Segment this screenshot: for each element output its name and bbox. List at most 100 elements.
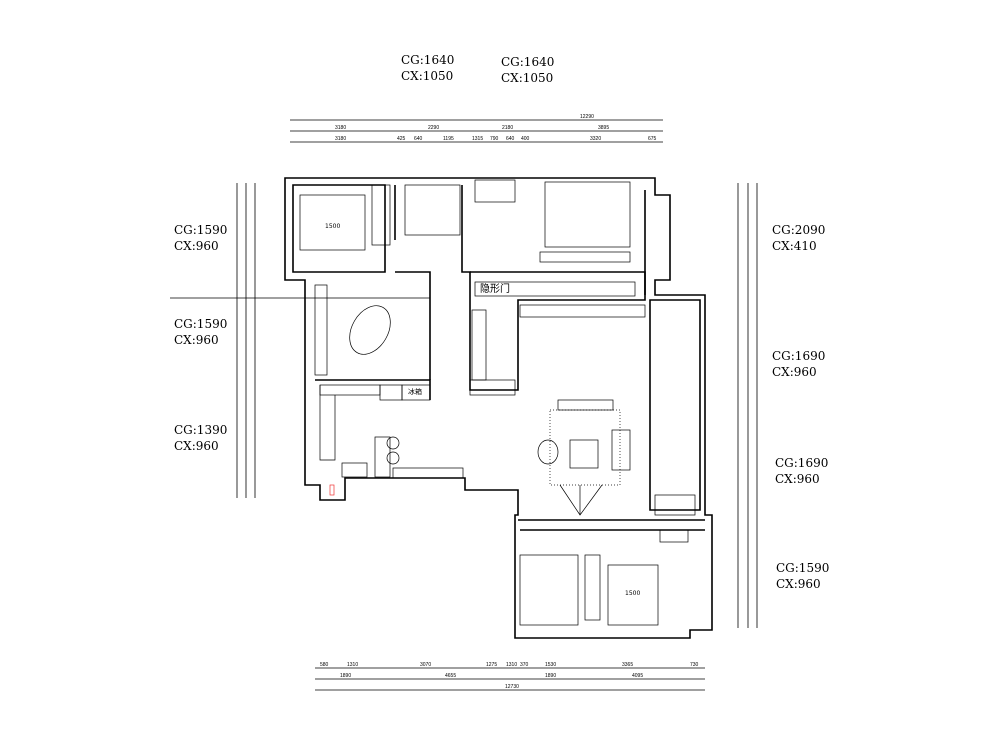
tv-cabinet — [519, 304, 646, 318]
interior-wall — [315, 379, 705, 531]
dimension-text: 3895 — [598, 125, 609, 131]
dimension-text: 4655 — [445, 673, 456, 679]
cx-value: CX:1050 — [501, 71, 554, 85]
dimension-text: 1310 — [506, 662, 517, 668]
cg-value: CG:1640 — [401, 53, 455, 67]
entry-cabinet — [469, 379, 516, 396]
cx-value: CX:960 — [776, 577, 821, 591]
shoe-cabinet — [471, 309, 487, 381]
bar-counter — [374, 436, 391, 478]
dimension-text: 790 — [490, 136, 499, 142]
bed-size-label: 1500 — [625, 590, 640, 597]
cg-value: CG:1390 — [174, 423, 228, 437]
dimension-text: 730 — [690, 662, 699, 668]
dimension-text: 12730 — [505, 684, 519, 690]
bathtub — [474, 179, 516, 203]
dimension-text: 3070 — [420, 662, 431, 668]
kitchen-cabinet — [379, 384, 403, 401]
dimension-text: 1890 — [545, 673, 556, 679]
dimension-text: 1195 — [443, 136, 454, 142]
cx-value: CX:960 — [174, 333, 219, 347]
rug — [549, 409, 621, 486]
dimension-text: 1530 — [545, 662, 556, 668]
cg-value: CG:1590 — [174, 223, 228, 237]
dimension-text: 12290 — [580, 114, 594, 120]
cx-value: CX:960 — [772, 365, 817, 379]
lamp-lines — [559, 484, 603, 516]
cg-value: CG:1590 — [174, 317, 228, 331]
dimension-text: 3180 — [335, 125, 346, 131]
fridge-label: 冰箱 — [408, 387, 422, 396]
interior-wall — [470, 271, 646, 295]
dimension-text: 370 — [520, 662, 529, 668]
dimension-text: 1315 — [472, 136, 483, 142]
fridge — [401, 384, 431, 401]
bed-size-label: 1500 — [325, 223, 340, 230]
dimension-text: 3320 — [590, 136, 601, 142]
hidden-door-cabinet — [474, 281, 636, 297]
dimension-text: 580 — [320, 662, 329, 668]
dimension-text: 1890 — [340, 673, 351, 679]
bathroom-bottom — [519, 554, 579, 626]
bar-stool — [386, 436, 400, 450]
dimension-text: 1310 — [347, 662, 358, 668]
dimension-text: 2290 — [428, 125, 439, 131]
cx-value: CX:410 — [772, 239, 817, 253]
living-wall — [649, 299, 701, 511]
kitchen-counter-side — [319, 385, 336, 461]
dimension-text: 675 — [648, 136, 657, 142]
dimension-text: 400 — [521, 136, 530, 142]
side-table — [537, 439, 559, 465]
cg-value: CG:1690 — [775, 456, 829, 470]
dimension-text: 640 — [506, 136, 515, 142]
kitchen-counter — [319, 384, 381, 396]
dimension-text: 4095 — [632, 673, 643, 679]
kitchen-cabinet-low — [392, 467, 464, 479]
dimension-text: 3365 — [622, 662, 633, 668]
storage-cabinet — [654, 494, 696, 516]
cg-value: CG:1640 — [501, 55, 555, 69]
dimension-text: 3180 — [335, 136, 346, 142]
master-bed — [299, 194, 366, 251]
cg-value: CG:1690 — [772, 349, 826, 363]
walls — [284, 177, 713, 639]
cg-value: CG:1590 — [776, 561, 830, 575]
dimension-text: 425 — [397, 136, 406, 142]
interior-wall — [394, 185, 646, 391]
hidden-door-label: 隐形门 — [480, 282, 510, 295]
dimension-text: 1275 — [486, 662, 497, 668]
cx-value: CX:960 — [775, 472, 820, 486]
bar-stool — [386, 451, 400, 465]
cx-value: CX:960 — [174, 439, 219, 453]
stove — [341, 462, 368, 478]
sofa — [611, 429, 631, 471]
wardrobe — [371, 184, 391, 246]
dimension-text: 2180 — [502, 125, 513, 131]
dining-cabinet — [314, 284, 328, 376]
master-bedroom-wall — [292, 184, 386, 273]
wardrobe-bottom — [584, 554, 601, 621]
red-marker — [329, 484, 335, 496]
cabinet — [539, 251, 631, 263]
dining-table — [349, 305, 391, 355]
bathroom-fixtures — [404, 184, 461, 236]
desk — [659, 529, 689, 543]
second-bed — [544, 181, 631, 248]
coffee-table — [569, 439, 599, 469]
outer-wall — [284, 177, 713, 639]
cg-value: CG:2090 — [772, 223, 826, 237]
console-table — [557, 399, 614, 411]
dimension-text: 640 — [414, 136, 423, 142]
cx-value: CX:960 — [174, 239, 219, 253]
cx-value: CX:1050 — [401, 69, 454, 83]
